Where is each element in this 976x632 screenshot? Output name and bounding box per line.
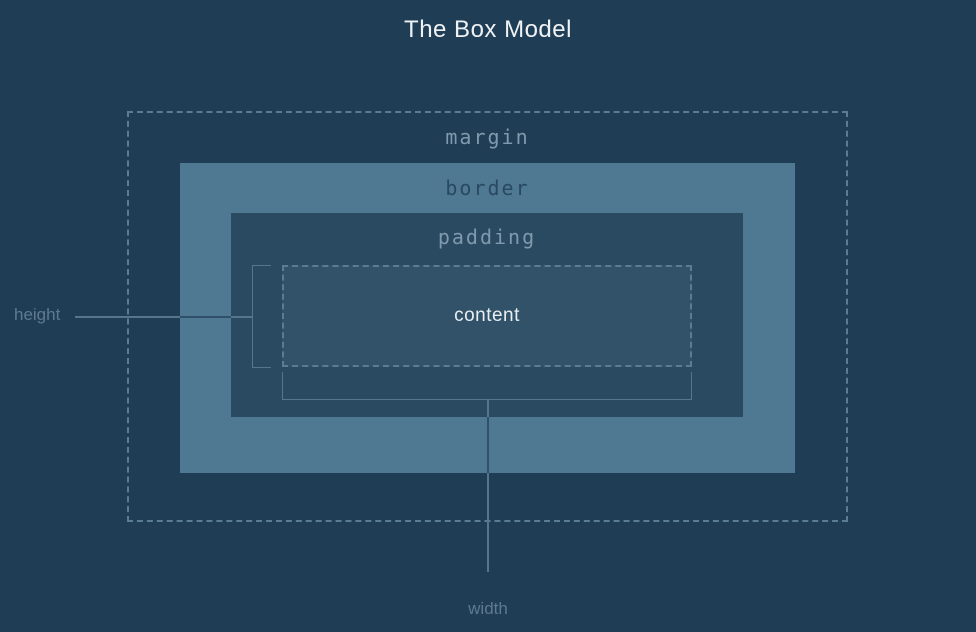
margin-label: margin (445, 125, 530, 149)
height-line (231, 316, 252, 318)
height-line-over-border-band (180, 316, 231, 318)
height-bracket (252, 265, 271, 368)
width-line-over-border-band (487, 417, 489, 473)
page-title: The Box Model (404, 16, 572, 43)
border-label: border (445, 176, 530, 200)
padding-label: padding (437, 225, 537, 249)
width-bracket (282, 372, 692, 400)
width-line (487, 400, 489, 417)
height-label: height (14, 305, 61, 324)
width-label: width (468, 599, 508, 618)
padding-box: padding content (231, 213, 743, 417)
width-line (487, 473, 489, 572)
content-box: content (282, 265, 692, 367)
height-line (75, 316, 180, 318)
content-label: content (454, 305, 520, 326)
